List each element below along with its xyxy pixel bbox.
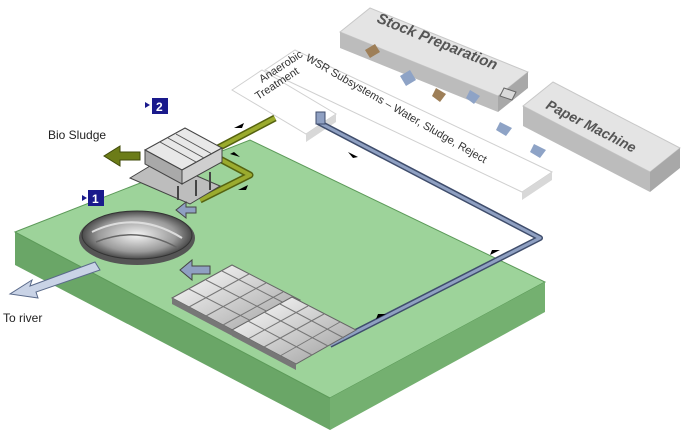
flow-arrows-upper bbox=[365, 44, 546, 158]
clarifier[interactable] bbox=[79, 210, 195, 265]
badge-2[interactable]: 2 bbox=[145, 98, 168, 114]
aeration-basins bbox=[170, 264, 358, 370]
bio-sludge-arrow bbox=[103, 145, 141, 167]
sludge-press-unit[interactable] bbox=[128, 127, 224, 205]
bio-sludge-label: Bio Sludge bbox=[48, 128, 106, 142]
inflow-arrows-blue bbox=[175, 200, 211, 282]
ground-slab bbox=[13, 139, 547, 430]
to-river-label: To river bbox=[3, 311, 42, 325]
flow-arrows-small bbox=[230, 123, 500, 319]
badge-1-number: 1 bbox=[92, 192, 99, 206]
water-pipe bbox=[315, 111, 543, 348]
paper-machine-box[interactable]: Paper Machine bbox=[522, 81, 681, 192]
to-river-arrow bbox=[8, 261, 101, 299]
badge-1[interactable]: 1 bbox=[82, 190, 104, 206]
badge-2-number: 2 bbox=[156, 100, 163, 114]
